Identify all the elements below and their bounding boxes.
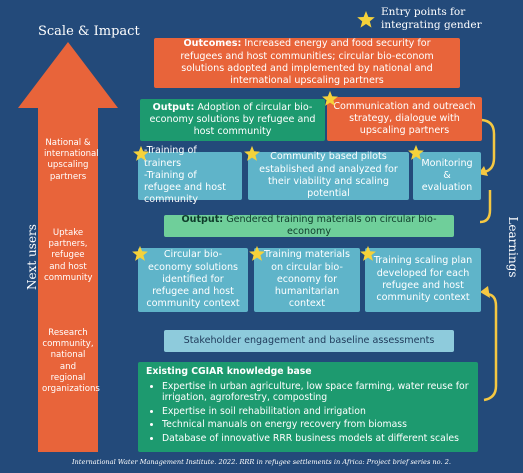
monitoring-star-icon [407, 144, 425, 162]
output-adoption-label: Output: [152, 101, 195, 113]
learnings-label: Learnings [506, 216, 520, 278]
training-star-icon [132, 145, 150, 163]
outcomes-label: Outcomes: [183, 38, 242, 50]
outcomes-box: Outcomes: Increased energy and food secu… [154, 38, 460, 88]
materials-star-icon [248, 245, 266, 263]
monitoring-box: Monitoring & evaluation [413, 152, 481, 200]
training-box: -Training of trainers -Training of refug… [138, 145, 242, 205]
output-materials-box: Output: Gendered training materials on c… [164, 213, 454, 237]
level-research: Research community, national and regiona… [42, 328, 100, 394]
solutions-star-icon [131, 245, 149, 263]
level-national: National & international upscaling partn… [44, 138, 99, 182]
solutions-box: Circular bio-economy solutions identifie… [138, 248, 248, 312]
list-item: Expertise in soil rehabilitation and irr… [162, 406, 470, 418]
pilots-box: Community based pilots established and a… [248, 151, 409, 200]
outcomes-text: Increased energy and food security for r… [180, 38, 434, 87]
level-uptake: Uptake partners, refugee and host commun… [44, 228, 93, 283]
list-item: Expertise in urban agriculture, low spac… [162, 381, 470, 404]
next-users-label: Next users [25, 224, 39, 290]
pilots-star-icon [243, 145, 261, 163]
legend-label: Entry points for integrating gender [381, 6, 482, 32]
list-item: Technical manuals on energy recovery fro… [162, 419, 470, 431]
output-materials-text: Gendered training materials on circular … [223, 213, 437, 237]
communication-star-icon [321, 90, 339, 108]
output-adoption-box: Output: Adoption of circular bio-economy… [140, 99, 325, 141]
knowledge-base-list: Expertise in urban agriculture, low spac… [146, 381, 470, 445]
communication-box: Communication and outreach strategy, dia… [327, 97, 482, 141]
knowledge-base-title: Existing CGIAR knowledge base [146, 366, 312, 377]
output-materials-label: Output: [181, 213, 224, 225]
output-adoption-text: Adoption of circular bio-economy solutio… [149, 101, 316, 138]
list-item: Database of innovative RRR business mode… [162, 433, 470, 445]
footer-citation: International Water Management Institute… [71, 458, 452, 466]
stakeholder-box: Stakeholder engagement and baseline asse… [164, 330, 454, 352]
materials-box: Training materials on circular bio-econo… [254, 248, 360, 312]
legend-star-icon [356, 10, 376, 30]
scaling-plan-star-icon [359, 245, 377, 263]
scale-impact-title: Scale & Impact [38, 24, 140, 39]
knowledge-base-box: Existing CGIAR knowledge base Expertise … [138, 362, 478, 452]
scaling-plan-box: Training scaling plan developed for each… [365, 248, 481, 312]
